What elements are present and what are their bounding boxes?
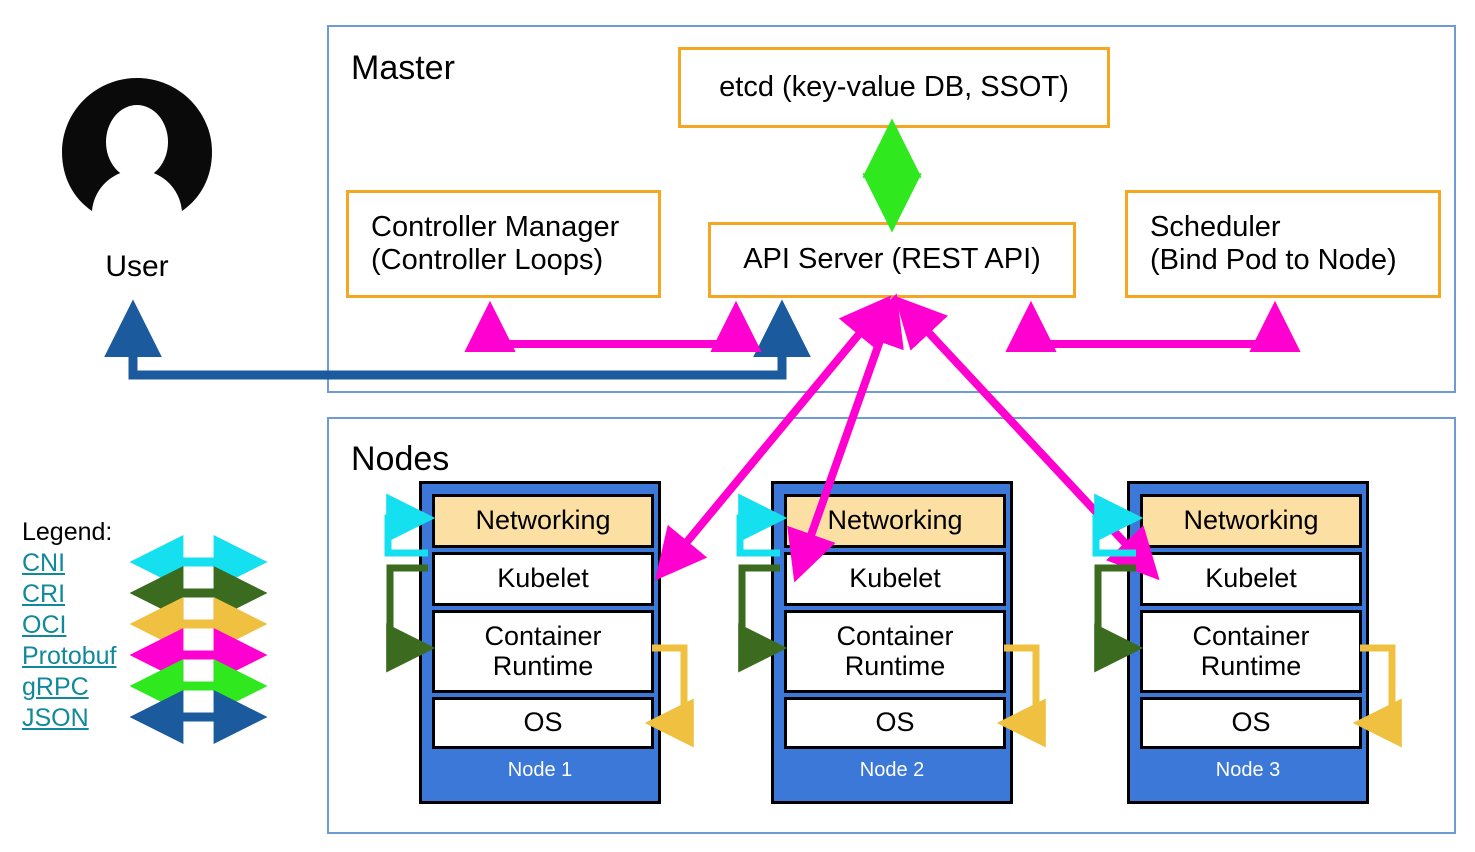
node-2-container-runtime[interactable]: Container Runtime	[784, 610, 1006, 693]
node-1-kubelet[interactable]: Kubelet	[432, 552, 654, 606]
legend-item-oci[interactable]: OCI	[22, 611, 67, 639]
connector-cni-node1	[384, 493, 436, 557]
user-avatar-icon	[62, 78, 212, 223]
legend-item-cri[interactable]: CRI	[22, 580, 66, 608]
node-1-container-runtime[interactable]: Container Runtime	[432, 610, 654, 693]
master-title: Master	[351, 49, 455, 87]
node-card-1[interactable]: Networking Kubelet Container Runtime OS …	[419, 481, 661, 804]
node-3-label: Node 3	[1215, 759, 1281, 781]
etcd-box[interactable]: etcd (key-value DB, SSOT)	[678, 47, 1110, 128]
node-3-networking[interactable]: Networking	[1140, 494, 1362, 548]
legend-item-cni[interactable]: CNI	[22, 549, 66, 577]
user-label: User	[105, 250, 169, 283]
nodes-title: Nodes	[351, 440, 450, 478]
connector-cri-node2	[738, 564, 788, 673]
node-1-label: Node 1	[507, 759, 573, 781]
scheduler-box[interactable]: Scheduler (Bind Pod to Node)	[1125, 190, 1441, 298]
node-card-3[interactable]: Networking Kubelet Container Runtime OS …	[1127, 481, 1369, 804]
node-2-label: Node 2	[859, 759, 925, 781]
connector-oci-node1	[644, 644, 694, 748]
connector-cni-node2	[736, 493, 788, 557]
connector-oci-node2	[996, 644, 1046, 748]
node-3-os[interactable]: OS	[1140, 697, 1362, 749]
connector-oci-node3	[1352, 644, 1402, 748]
connector-cni-node3	[1092, 493, 1144, 557]
node-1-networking[interactable]: Networking	[432, 494, 654, 548]
legend-title: Legend:	[22, 518, 113, 546]
legend-item-grpc[interactable]: gRPC	[22, 673, 89, 701]
legend-item-json[interactable]: JSON	[22, 704, 89, 732]
legend-item-protobuf[interactable]: Protobuf	[22, 642, 117, 670]
connector-cri-node1	[386, 564, 436, 673]
controller-manager-box[interactable]: Controller Manager (Controller Loops)	[346, 190, 661, 298]
connector-cri-node3	[1094, 564, 1144, 673]
connector-protobuf-apiserver-node2	[787, 293, 904, 583]
connector-protobuf-controllermanager-apiserver	[464, 300, 762, 353]
connector-protobuf-apiserver-scheduler	[1005, 300, 1301, 353]
node-2-os[interactable]: OS	[784, 697, 1006, 749]
node-1-os[interactable]: OS	[432, 697, 654, 749]
